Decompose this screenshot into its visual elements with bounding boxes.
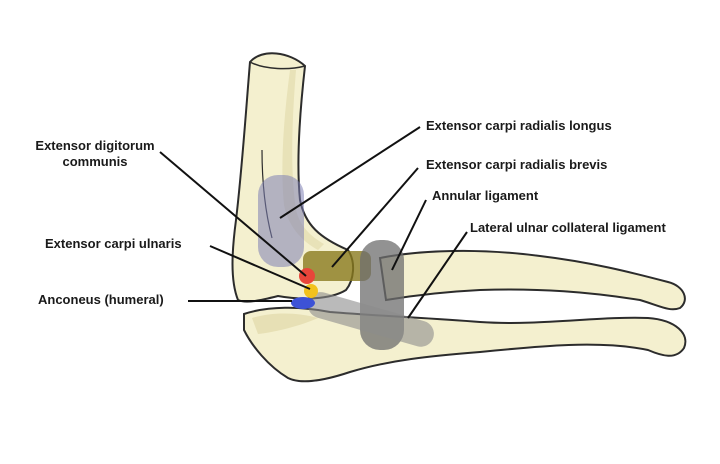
ecrl-band <box>258 175 304 267</box>
radius-shaft <box>378 249 686 311</box>
edc-label-line2: communis <box>62 154 128 169</box>
anconeus-spot <box>291 297 315 309</box>
label-extensor-carpi-radialis-longus: Extensor carpi radialis longus <box>426 118 612 133</box>
ecrb-band <box>303 251 371 281</box>
edc-label-line1: Extensor digitorum <box>35 138 155 153</box>
lucl-band <box>307 292 434 347</box>
radius-bone <box>378 249 686 311</box>
label-anconeus-humeral: Anconeus (humeral) <box>38 292 164 307</box>
ecu-spot <box>304 284 318 298</box>
leader-edc <box>159 151 307 277</box>
humerus-top-end <box>249 61 306 70</box>
label-extensor-digitorum-communis: Extensor digitorum communis <box>20 138 170 170</box>
leader-lucl <box>407 231 468 319</box>
label-annular-ligament: Annular ligament <box>432 188 539 203</box>
leader-ecrl <box>279 126 421 219</box>
ulna-bone <box>243 306 687 383</box>
label-lateral-ulnar-collateral-ligament: Lateral ulnar collateral ligament <box>470 220 666 235</box>
leader-annular <box>391 199 427 271</box>
label-extensor-carpi-ulnaris: Extensor carpi ulnaris <box>45 236 182 251</box>
label-extensor-carpi-radialis-brevis: Extensor carpi radialis brevis <box>426 157 608 172</box>
leader-ecrb <box>331 167 419 268</box>
edc-spot <box>299 268 315 284</box>
leader-ecu <box>209 245 311 290</box>
ulna-olecranon-shade <box>252 313 318 334</box>
